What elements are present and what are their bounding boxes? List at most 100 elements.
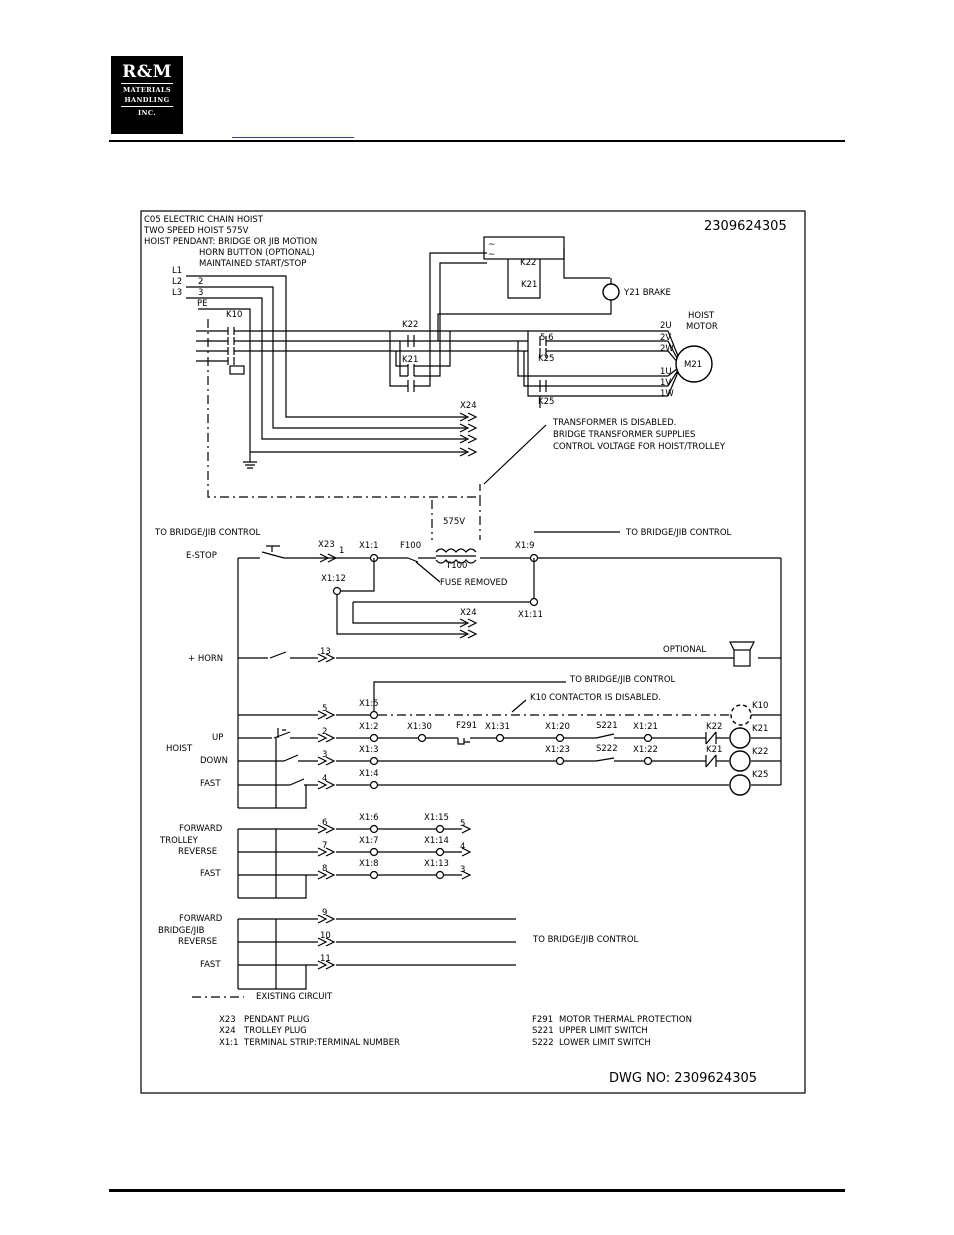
term-x1-31-label: X1:31 (485, 722, 510, 732)
bridge-forward-label: FORWARD (179, 914, 223, 924)
legend-key-1: X23 (219, 1015, 236, 1025)
term-x1-30 (417, 733, 427, 743)
legend-val-5: UPPER LIMIT SWITCH (559, 1026, 648, 1036)
fuse-f100 (407, 557, 419, 563)
k10-note-leader (511, 699, 527, 713)
k10-contacts (227, 327, 235, 365)
wire-pe (198, 308, 466, 453)
wire-l2 (186, 286, 466, 429)
term-x1-13-label: X1:13 (424, 859, 449, 869)
logo-line-handling: HANDLING (124, 96, 170, 104)
title-line-4: HORN BUTTON (OPTIONAL) (199, 248, 315, 258)
bridge-wires (336, 918, 516, 966)
term-x1-11 (529, 597, 539, 607)
term-x1-15 (435, 824, 445, 834)
term-x1-8-label: X1:8 (359, 859, 379, 869)
pin-x24-4: 4 (460, 842, 465, 852)
term-x1-7 (369, 847, 379, 857)
pin-trolley-rev: 7 (322, 841, 327, 851)
pin-horn: 13 (320, 647, 331, 657)
term-x1-23 (555, 756, 565, 766)
motor-term-1u: 1U (660, 367, 672, 377)
term-x1-5 (369, 710, 379, 720)
rectifier-ac-2: ~ (488, 250, 495, 260)
k25-power-label: K25 (538, 354, 554, 364)
brake-coil (602, 283, 620, 301)
x1-5-link (373, 681, 566, 715)
header-link[interactable] (232, 126, 354, 138)
pin-bridge-fast: 11 (320, 954, 331, 964)
legend-key-2: X24 (219, 1026, 236, 1036)
horn-circuit (238, 558, 782, 785)
coil-k21-label: K21 (752, 724, 768, 734)
term-x1-13 (435, 870, 445, 880)
k10-disabled-note: K10 CONTACTOR IS DISABLED. (530, 693, 661, 703)
header-rule (109, 140, 845, 142)
term-x1-9-label: X1:9 (515, 541, 535, 551)
pin-k10: 5 (322, 704, 327, 714)
s221-switch (595, 733, 615, 739)
logo-line-inc: INC. (138, 109, 156, 117)
k21-brake-label: K21 (521, 280, 537, 290)
hoist-label: HOIST (166, 744, 193, 754)
row-up-wire (238, 731, 781, 739)
legend-val-1: PENDANT PLUG (244, 1015, 310, 1025)
motor-2-leads (528, 330, 668, 352)
term-x1-14-label: X1:14 (424, 836, 449, 846)
motor-term-1w: 1W (660, 389, 674, 399)
motor-m21 (675, 345, 713, 383)
estop-switch (238, 545, 336, 559)
existing-circuit-label: EXISTING CIRCUIT (256, 992, 333, 1002)
title-block: C05 ELECTRIC CHAIN HOIST TWO SPEED HOIST… (143, 215, 317, 269)
k10-power-label: K10 (226, 310, 242, 320)
fuse-removed-label: FUSE REMOVED (440, 578, 508, 588)
supply-pin-3: 3 (198, 288, 203, 298)
motor-lead-ends (667, 330, 679, 397)
wire-l1 (186, 275, 466, 418)
bridge-reverse-label: REVERSE (178, 937, 217, 947)
pin-trolley-fwd: 6 (322, 818, 327, 828)
logo-mark: R&M (122, 62, 172, 82)
row-fast-wire (238, 778, 781, 809)
term-x1-1-label: X1:1 (359, 541, 379, 551)
fast-label-trolley: FAST (200, 869, 221, 879)
term-x1-30-label: X1:30 (407, 722, 432, 732)
s222-label: S222 (596, 744, 618, 754)
term-x1-21 (643, 733, 653, 743)
s222-switch (595, 757, 615, 762)
k10-input-lines (196, 330, 228, 362)
title-line-3: HOIST PENDANT: BRIDGE OR JIB MOTION (144, 237, 317, 247)
motor-term-2w: 2W (660, 344, 674, 354)
motor-label: M21 (684, 360, 702, 370)
pin-down: 3 (322, 750, 327, 760)
legend-val-3: TERMINAL STRIP:TERMINAL NUMBER (243, 1038, 400, 1048)
plug-k10 (317, 710, 336, 720)
term-x1-7-label: X1:7 (359, 836, 379, 846)
term-x1-20-label: X1:20 (545, 722, 570, 732)
supply-l1: L1 (172, 266, 182, 276)
coil-k10 (730, 704, 752, 726)
x1-12-link (336, 558, 530, 635)
k25-contact-label: 5 6 (540, 333, 554, 343)
k22-power-label: K22 (402, 320, 418, 330)
transformer-t100 (435, 548, 477, 564)
row-down-wire (238, 754, 781, 762)
drawing-number-top: 2309624305 (704, 219, 787, 234)
supply-l2: L2 (172, 277, 182, 287)
horn-plug (317, 653, 336, 663)
term-x1-4-label: X1:4 (359, 769, 379, 779)
legend: X23 PENDANT PLUG X24 TROLLEY PLUG X1:1 T… (219, 1015, 692, 1048)
f291-label: F291 (456, 721, 477, 731)
motor-term-2v: 2V (660, 333, 671, 343)
bridge-plugs (317, 914, 336, 970)
pin-fast: 4 (322, 774, 327, 784)
legend-key-5: S221 (532, 1026, 554, 1036)
plug-up (317, 733, 336, 743)
term-x1-15-label: X1:15 (424, 813, 449, 823)
k10-aux-box (229, 365, 245, 375)
k22-k21-contacts (407, 335, 415, 392)
k22-interlock-label: K22 (706, 722, 722, 732)
term-x1-22-label: X1:22 (633, 745, 658, 755)
supply-pe: PE (197, 299, 208, 309)
k21-interlock (705, 754, 717, 768)
